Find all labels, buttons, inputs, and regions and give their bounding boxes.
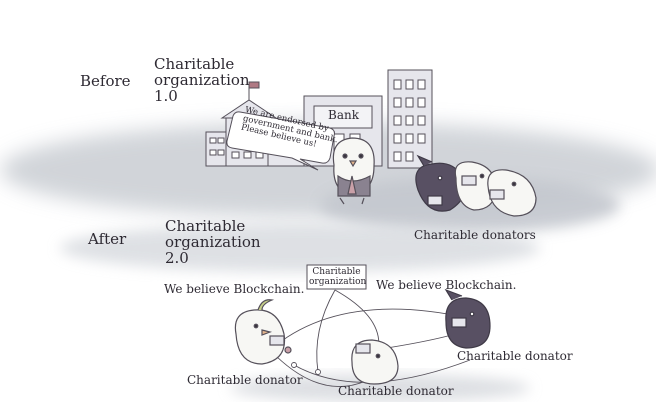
after-ground-wash (60, 224, 540, 272)
belief-left: We believe Blockchain. (164, 282, 305, 296)
after-donator-center (351, 339, 399, 385)
after-ground-wash-bottom (230, 374, 530, 402)
donator-left-label: Charitable donator (187, 373, 303, 387)
donator-right-label: Charitable donator (457, 349, 573, 363)
before-donators-label: Charitable donators (414, 228, 536, 242)
before-label: Before (80, 72, 131, 90)
organization-box (306, 264, 367, 290)
after-donator-left (234, 299, 292, 365)
donator-bird-dark (415, 154, 466, 212)
office-tower (387, 69, 433, 169)
before-org-title: Charitable organization 1.0 (154, 55, 250, 105)
after-donator-right (444, 288, 491, 349)
belief-right: We believe Blockchain. (376, 278, 517, 292)
after-label: After (88, 230, 127, 248)
organization-bird (332, 137, 375, 205)
bank-sign: Bank (328, 108, 359, 122)
after-org-title: Charitable organization 2.0 (165, 217, 261, 267)
organization-box-label: Charitable organization (309, 267, 367, 287)
speech-bubble (226, 111, 335, 171)
donator-bird-light-2 (487, 169, 537, 217)
donator-center-label: Charitable donator (338, 384, 454, 398)
